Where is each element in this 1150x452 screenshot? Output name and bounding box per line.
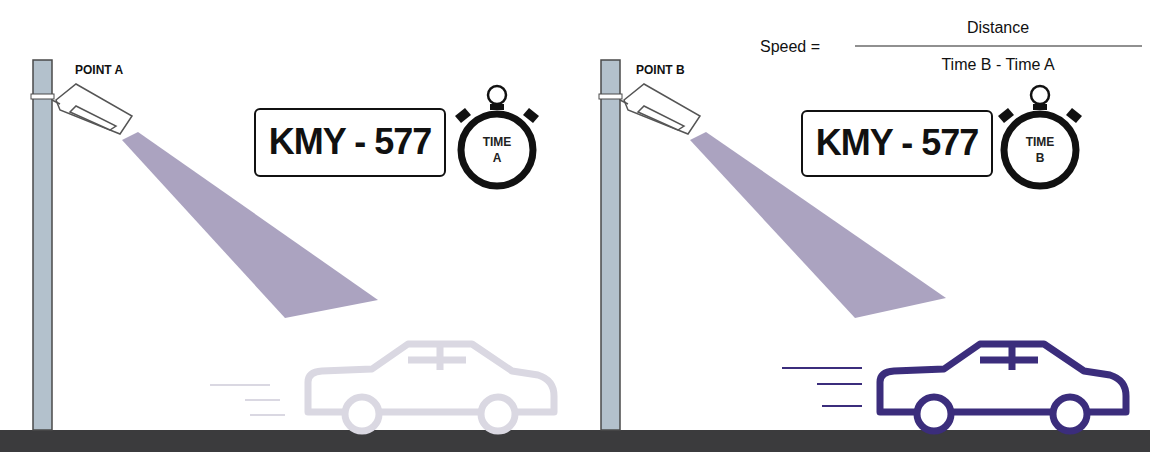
pole xyxy=(601,60,620,430)
formula-text: Time B - Time A xyxy=(941,56,1054,74)
licence-plate: KMY - 577 xyxy=(254,108,446,177)
plate-number: KMY - 577 xyxy=(816,122,978,164)
camera xyxy=(52,84,132,134)
pole xyxy=(33,60,52,430)
car-faded xyxy=(210,344,554,431)
road xyxy=(0,430,1150,452)
time-label: TIME B xyxy=(1022,134,1058,166)
time-label: TIME A xyxy=(479,134,515,166)
fraction-bar xyxy=(855,45,1142,46)
formula-text: Distance xyxy=(967,19,1029,37)
licence-plate: KMY - 577 xyxy=(801,110,993,177)
stopwatch-outline xyxy=(1000,110,1080,190)
point-label: POINT B xyxy=(636,63,685,77)
pole-bracket xyxy=(599,94,622,99)
stopwatch: TIME A xyxy=(457,110,537,190)
camera xyxy=(620,84,700,134)
pole-bracket xyxy=(31,94,54,99)
plate-number: KMY - 577 xyxy=(269,121,431,163)
stopwatch-outline xyxy=(457,110,537,190)
stopwatch: TIME B xyxy=(1000,110,1080,190)
formula-text: Speed = xyxy=(760,38,820,56)
point-label: POINT A xyxy=(75,63,123,77)
car xyxy=(782,344,1126,431)
